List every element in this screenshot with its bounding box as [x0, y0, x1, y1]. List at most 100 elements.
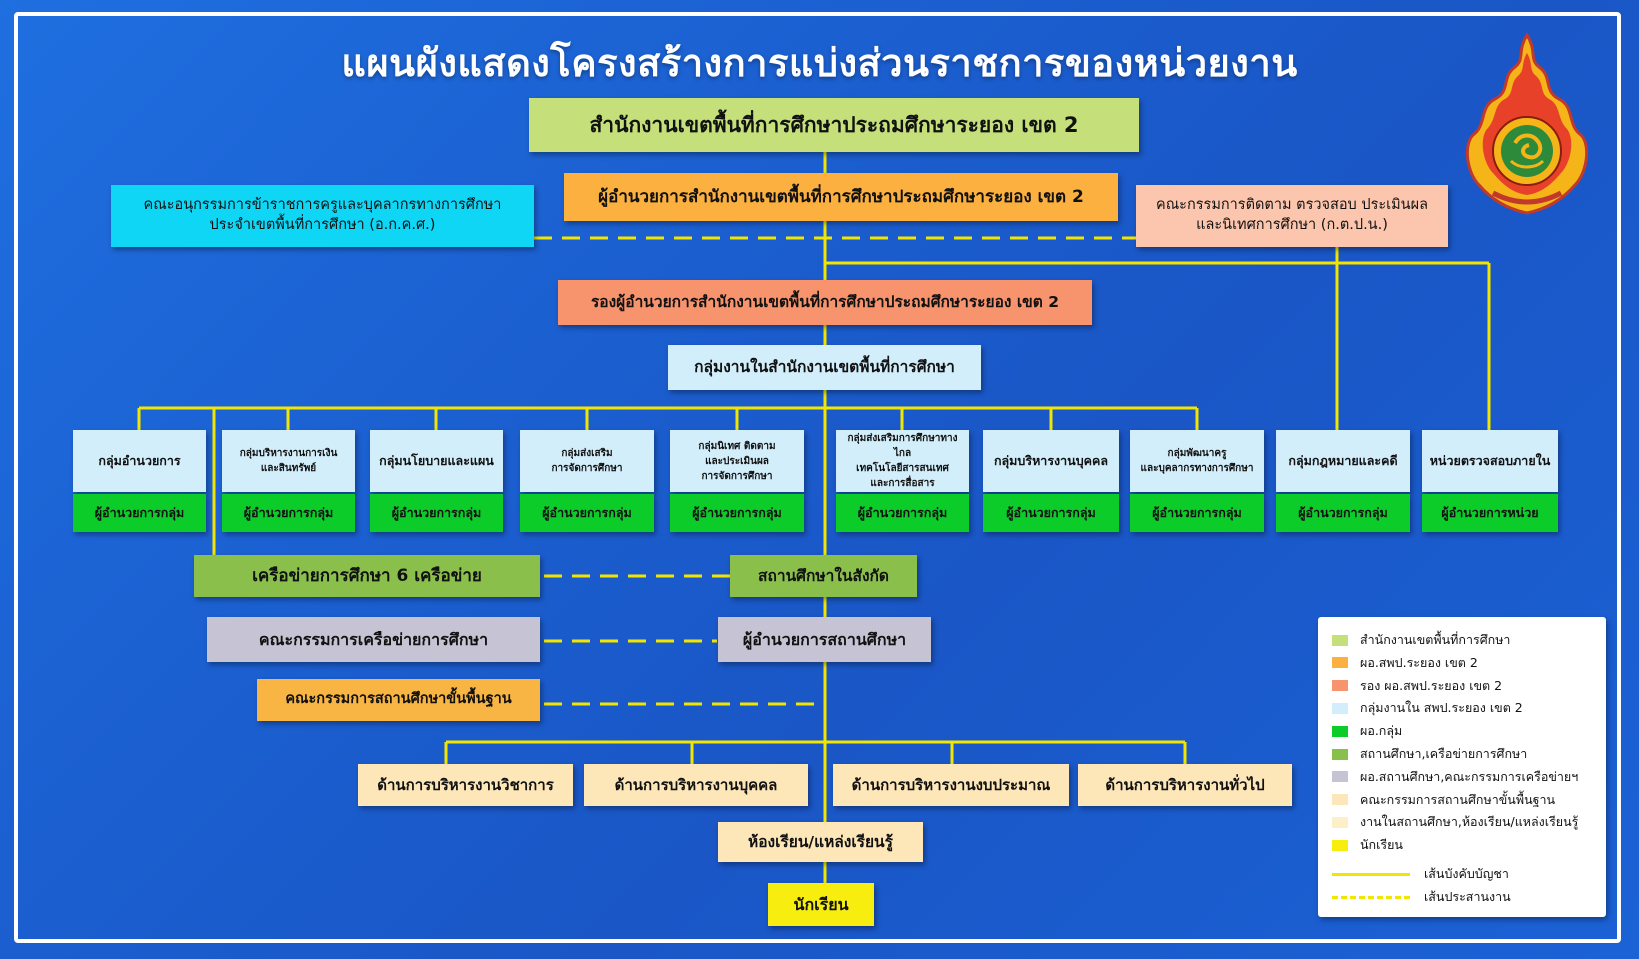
group-box-3: กลุ่มนโยบายและแผน — [370, 430, 503, 492]
legend-swatch — [1332, 657, 1348, 669]
deputy-label: รองผู้อำนวยการสำนักงานเขตพื้นที่การศึกษา… — [590, 293, 1060, 312]
legend-swatch — [1332, 702, 1348, 714]
group-name-line: การจัดการศึกษา — [551, 463, 623, 474]
legend-label: สำนักงานเขตพื้นที่การศึกษา — [1360, 632, 1511, 647]
group-box-1: กลุ่มอำนวยการ — [73, 430, 206, 492]
legend-item: ผอ.สพป.ระยอง เขต 2 — [1332, 653, 1478, 673]
group-name-line: กลุ่มบริหารงานการเงิน — [239, 448, 338, 459]
director-box: ผู้อำนวยการสำนักงานเขตพื้นที่การศึกษาประ… — [564, 173, 1118, 221]
group-name-line: เทคโนโลยีสารสนเทศ — [856, 463, 949, 474]
group-head-box-1: ผู้อำนวยการกลุ่ม — [73, 494, 206, 532]
office-box: สำนักงานเขตพื้นที่การศึกษาประถมศึกษาระยอ… — [529, 98, 1139, 152]
outer-frame — [14, 12, 1621, 943]
legend-panel: สำนักงานเขตพื้นที่การศึกษาผอ.สพป.ระยอง เ… — [1318, 617, 1606, 917]
schools-box: สถานศึกษาในสังกัด — [730, 555, 917, 597]
legend-label: คณะกรรมการสถานศึกษาขั้นพื้นฐาน — [1360, 791, 1556, 807]
group-head-label: ผู้อำนวยการกลุ่ม — [542, 504, 632, 520]
group-head-label: ผู้อำนวยการกลุ่ม — [1152, 504, 1242, 520]
legend-solid-label: เส้นบังคับบัญชา — [1424, 866, 1509, 881]
legend-item: สถานศึกษา,เครือข่ายการศึกษา — [1332, 744, 1527, 764]
legend-label: นักเรียน — [1360, 837, 1403, 853]
dashed-line-swatch — [1332, 895, 1410, 899]
group-name-line: หน่วยตรวจสอบภายใน — [1429, 452, 1551, 468]
legend-label: ผอ.สถานศึกษา,คณะกรรมการเครือข่ายฯ — [1360, 768, 1579, 784]
group-name-line: กลุ่มพัฒนาครู — [1167, 448, 1227, 459]
group-name-line: กลุ่มส่งเสริมการศึกษาทางไกล — [847, 433, 958, 459]
legend-swatch — [1332, 771, 1348, 783]
group-head-box-9: ผู้อำนวยการกลุ่ม — [1276, 494, 1410, 532]
admin-area-label: ด้านการบริหารงานบุคคล — [614, 775, 778, 794]
legend-item: งานในสถานศึกษา,ห้องเรียน/แหล่งเรียนรู้ — [1332, 812, 1578, 832]
network-box: เครือข่ายการศึกษา 6 เครือข่าย — [194, 555, 540, 597]
admin-area-label: ด้านการบริหารงานทั่วไป — [1105, 775, 1265, 794]
group-head-label: ผู้อำนวยการกลุ่ม — [1298, 504, 1388, 520]
legend-item: ผอ.กลุ่ม — [1332, 721, 1402, 741]
group-box-10: หน่วยตรวจสอบภายใน — [1422, 430, 1558, 492]
group-head-label: ผู้อำนวยการกลุ่ม — [94, 504, 185, 520]
group-head-box-7: ผู้อำนวยการกลุ่ม — [983, 494, 1119, 532]
chart-title: แผนผังแสดงโครงสร้างการแบ่งส่วนราชการของห… — [341, 41, 1298, 85]
legend-label: สถานศึกษา,เครือข่ายการศึกษา — [1360, 746, 1528, 761]
legend-label: ผอ.สพป.ระยอง เขต 2 — [1360, 654, 1478, 670]
group-box-4: กลุ่มส่งเสริมการจัดการศึกษา — [520, 430, 654, 492]
group-head-box-6: ผู้อำนวยการกลุ่ม — [836, 494, 969, 532]
group-box-8: กลุ่มพัฒนาครูและบุคลากรทางการศึกษา — [1130, 430, 1264, 492]
agksp-label-line2: ประจำเขตพื้นที่การศึกษา (อ.ก.ค.ศ.) — [209, 217, 436, 233]
group-head-label: ผู้อำนวยการกลุ่ม — [391, 504, 482, 520]
agksp-box: คณะอนุกรรมการข้าราชการครูและบุคลากรทางกา… — [111, 185, 534, 247]
legend-dashed-label: เส้นประสานงาน — [1424, 889, 1511, 904]
classroom-box: ห้องเรียน/แหล่งเรียนรู้ — [718, 822, 923, 862]
ktpn-label-line1: คณะกรรมการติดตาม ตรวจสอบ ประเมินผล — [1156, 197, 1428, 214]
legend-item: สำนักงานเขตพื้นที่การศึกษา — [1332, 630, 1510, 650]
group-name-line: และการสื่อสาร — [870, 478, 935, 489]
legend-swatch — [1332, 794, 1348, 806]
solid-line-swatch — [1332, 872, 1410, 876]
legend-item: นักเรียน — [1332, 835, 1403, 855]
group-box-5: กลุ่มนิเทศ ติดตามและประเมินผลการจัดการศึ… — [670, 430, 804, 492]
group-head-box-5: ผู้อำนวยการกลุ่ม — [670, 494, 804, 532]
group-head-box-4: ผู้อำนวยการกลุ่ม — [520, 494, 654, 532]
group-name-line: กลุ่มส่งเสริม — [561, 448, 613, 459]
student-label: นักเรียน — [793, 894, 849, 914]
admin-area-personnel: ด้านการบริหารงานบุคคล — [584, 764, 808, 806]
legend-item: ผอ.สถานศึกษา,คณะกรรมการเครือข่ายฯ — [1332, 767, 1578, 787]
legend-item: คณะกรรมการสถานศึกษาขั้นพื้นฐาน — [1332, 790, 1555, 810]
legend-swatch — [1332, 748, 1348, 760]
legend-label: รอง ผอ.สพป.ระยอง เขต 2 — [1360, 677, 1503, 693]
group-head-box-8: ผู้อำนวยการกลุ่ม — [1130, 494, 1264, 532]
network-label: เครือข่ายการศึกษา 6 เครือข่าย — [252, 565, 482, 586]
director-label: ผู้อำนวยการสำนักงานเขตพื้นที่การศึกษาประ… — [598, 186, 1084, 207]
basic-committee-label: คณะกรรมการสถานศึกษาขั้นพื้นฐาน — [285, 691, 512, 708]
group-head-label: ผู้อำนวยการหน่วย — [1441, 504, 1539, 520]
group-head-box-2: ผู้อำนวยการกลุ่ม — [222, 494, 355, 532]
office-label: สำนักงานเขตพื้นที่การศึกษาประถมศึกษาระยอ… — [589, 112, 1079, 137]
admin-area-academic: ด้านการบริหารงานวิชาการ — [358, 764, 573, 806]
group-name-line: กลุ่มนิเทศ ติดตาม — [698, 440, 776, 452]
group-name-line: และบุคลากรทางการศึกษา — [1140, 463, 1254, 474]
ktpn-box: คณะกรรมการติดตาม ตรวจสอบ ประเมินผล และนิ… — [1136, 185, 1448, 247]
school-director-label: ผู้อำนวยการสถานศึกษา — [742, 629, 907, 649]
group-box-7: กลุ่มบริหารงานบุคคล — [983, 430, 1119, 492]
legend-swatch — [1332, 634, 1348, 646]
deputy-box: รองผู้อำนวยการสำนักงานเขตพื้นที่การศึกษา… — [558, 280, 1092, 325]
admin-area-label: ด้านการบริหารงานวิชาการ — [377, 775, 554, 794]
group-box-2: กลุ่มบริหารงานการเงินและสินทรัพย์ — [222, 430, 355, 492]
network-committee-label: คณะกรรมการเครือข่ายการศึกษา — [258, 629, 489, 649]
legend-label: กลุ่มงานใน สพป.ระยอง เขต 2 — [1360, 700, 1523, 716]
group-head-box-3: ผู้อำนวยการกลุ่ม — [370, 494, 503, 532]
group-box-9: กลุ่มกฎหมายและคดี — [1276, 430, 1410, 492]
admin-area-general: ด้านการบริหารงานทั่วไป — [1078, 764, 1292, 806]
legend-swatch — [1332, 839, 1348, 851]
group-box-6: กลุ่มส่งเสริมการศึกษาทางไกลเทคโนโลยีสารส… — [836, 430, 969, 492]
group-name-line: กลุ่มกฎหมายและคดี — [1288, 452, 1398, 468]
schools-label: สถานศึกษาในสังกัด — [758, 566, 889, 585]
classroom-label: ห้องเรียน/แหล่งเรียนรู้ — [748, 832, 893, 851]
school-director-box: ผู้อำนวยการสถานศึกษา — [718, 617, 931, 662]
legend-swatch — [1332, 680, 1348, 692]
group-head-box-10: ผู้อำนวยการหน่วย — [1422, 494, 1558, 532]
student-box: นักเรียน — [768, 883, 874, 926]
ktpn-label-line2: และนิเทศการศึกษา (ก.ต.ป.น.) — [1196, 217, 1388, 233]
emblem-logo — [1465, 33, 1589, 215]
basic-committee-box: คณะกรรมการสถานศึกษาขั้นพื้นฐาน — [257, 679, 540, 721]
